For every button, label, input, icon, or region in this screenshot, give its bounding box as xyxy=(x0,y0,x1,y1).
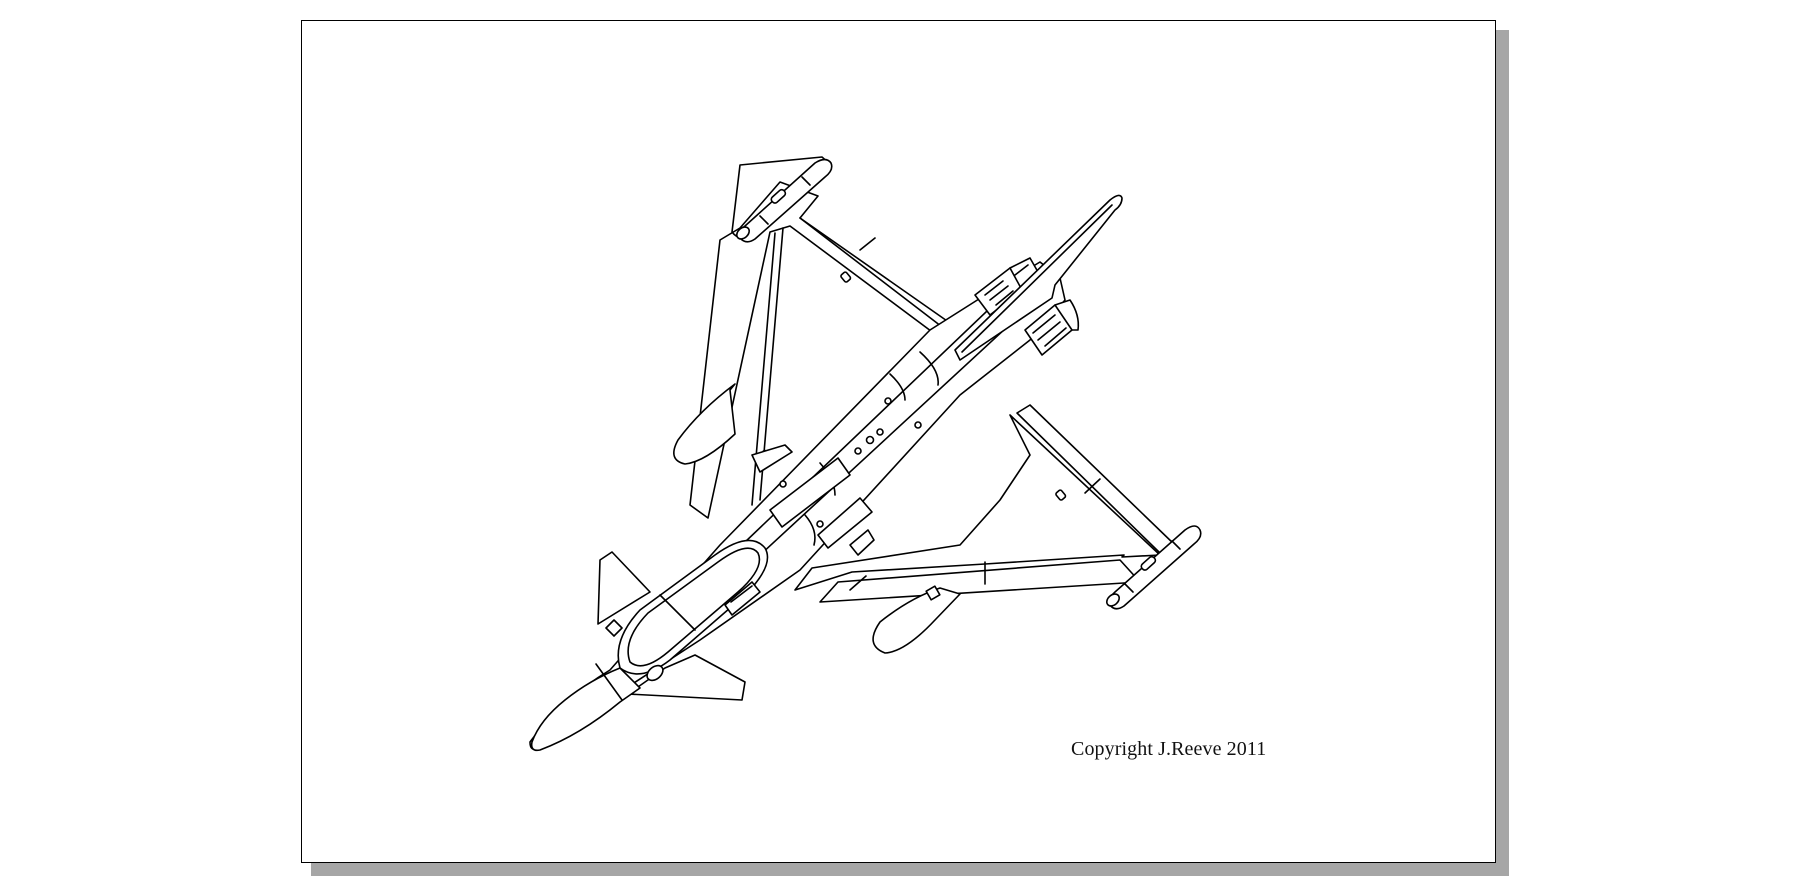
wing-left xyxy=(689,181,961,519)
engine-nozzle-right xyxy=(1024,299,1080,356)
tail-fin xyxy=(954,194,1123,361)
drop-tank-right xyxy=(872,585,961,654)
drop-tank-left xyxy=(673,383,736,465)
canopy xyxy=(617,539,769,675)
copyright-caption: Copyright J.Reeve 2011 xyxy=(1071,738,1267,760)
engine-nozzle-left xyxy=(974,257,1039,316)
wingtip-pod-left xyxy=(731,156,833,243)
canard-left xyxy=(597,551,651,637)
wingtip-pod-right xyxy=(1106,525,1202,610)
nose-cone xyxy=(530,663,664,752)
